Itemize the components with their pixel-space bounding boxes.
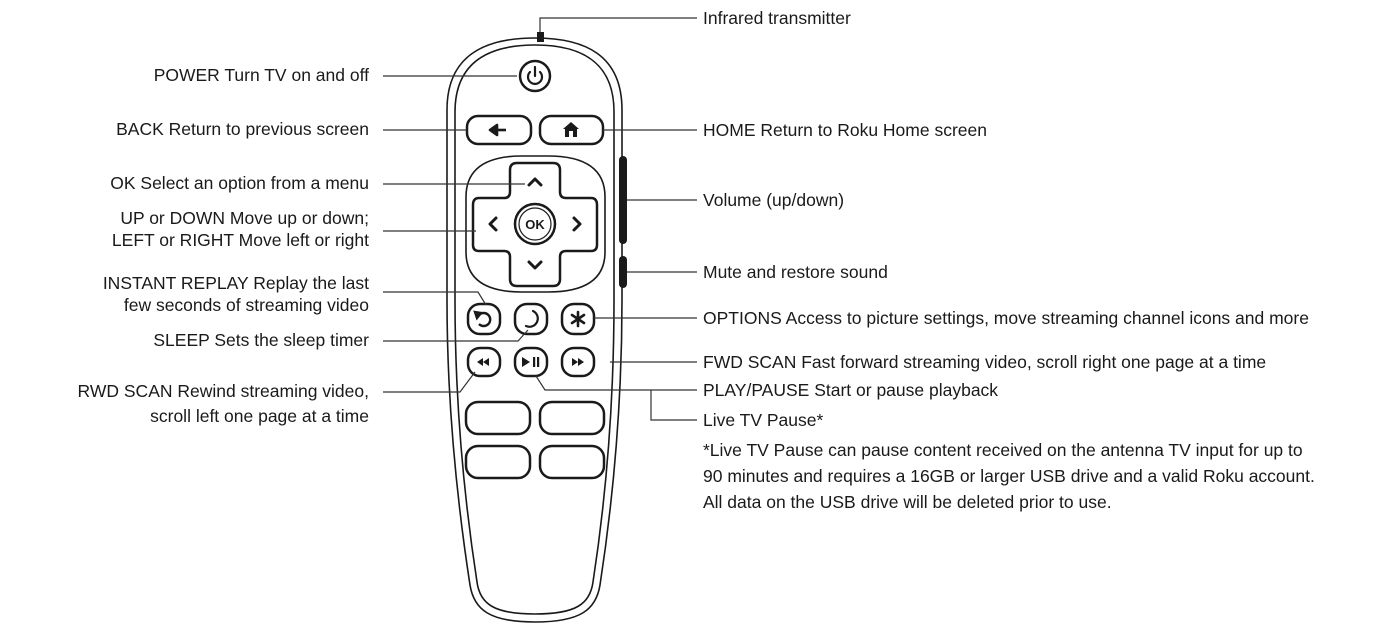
label-sleep: SLEEP Sets the sleep timer: [153, 330, 369, 350]
leader-rwd: [383, 371, 476, 393]
channel-button-2[interactable]: [538, 400, 606, 436]
remote-body-outer: [446, 37, 623, 623]
replay-icon: [473, 310, 492, 328]
label-nav-line1: UP or DOWN Move up or down;: [120, 208, 369, 228]
footnote-line3: All data on the USB drive will be delete…: [703, 492, 1112, 512]
channel-button-3[interactable]: [464, 444, 532, 480]
leader-sleep: [383, 329, 529, 342]
mute-button[interactable]: [619, 256, 627, 288]
asterisk-icon: [570, 310, 586, 328]
label-play: PLAY/PAUSE Start or pause playback: [703, 380, 999, 400]
ok-button[interactable]: OK: [513, 202, 557, 246]
label-rwd-line2: scroll left one page at a time: [150, 406, 369, 426]
leader-replay: [383, 291, 487, 306]
dpad: OK: [465, 155, 606, 293]
label-ok: OK Select an option from a menu: [110, 173, 369, 193]
label-home: HOME Return to Roku Home screen: [703, 120, 987, 140]
label-infrared: Infrared transmitter: [703, 8, 851, 28]
label-options: OPTIONS Access to picture settings, move…: [703, 308, 1309, 328]
channel-button-1[interactable]: [464, 400, 532, 436]
volume-rocker[interactable]: [619, 156, 627, 244]
channel-button-4[interactable]: [538, 444, 606, 480]
rewind-icon: [477, 358, 489, 366]
label-volume: Volume (up/down): [703, 190, 845, 210]
back-button[interactable]: [465, 114, 533, 146]
remote-body-inner: [454, 44, 615, 615]
moon-icon: [524, 309, 539, 328]
label-fwd: FWD SCAN Fast forward streaming video, s…: [703, 352, 1267, 372]
sleep-button[interactable]: [513, 302, 549, 336]
power-icon: [526, 65, 544, 85]
footnote-line2: 90 minutes and requires a 16GB or larger…: [703, 466, 1315, 486]
power-button[interactable]: [518, 59, 552, 93]
label-mute: Mute and restore sound: [703, 262, 888, 282]
label-replay-line1: INSTANT REPLAY Replay the last: [102, 273, 369, 293]
back-arrow-icon: [488, 123, 506, 137]
home-icon: [563, 122, 579, 137]
instant-replay-button[interactable]: [466, 302, 502, 336]
label-back: BACK Return to previous screen: [116, 119, 369, 139]
label-rwd-line1: RWD SCAN Rewind streaming video,: [77, 381, 369, 401]
label-live-pause: Live TV Pause*: [703, 410, 824, 430]
chevron-up-icon[interactable]: [527, 177, 543, 187]
infrared-transmitter: [537, 32, 544, 42]
chevron-left-icon[interactable]: [488, 216, 498, 232]
label-nav-line2: LEFT or RIGHT Move left or right: [111, 230, 369, 250]
leader-live-pause: [650, 390, 697, 421]
leader-infrared: [539, 17, 697, 32]
leader-play: [535, 375, 697, 391]
options-button[interactable]: [560, 302, 596, 336]
fast-forward-icon: [572, 358, 584, 366]
home-button[interactable]: [538, 114, 605, 146]
ok-label: OK: [525, 217, 545, 232]
fast-forward-button[interactable]: [560, 346, 596, 378]
play-pause-button[interactable]: [513, 346, 549, 378]
chevron-down-icon[interactable]: [527, 260, 543, 270]
label-power: POWER Turn TV on and off: [153, 65, 369, 85]
play-pause-icon: [522, 357, 540, 367]
footnote-line1: *Live TV Pause can pause content receive…: [703, 440, 1303, 460]
rewind-button[interactable]: [466, 346, 502, 378]
chevron-right-icon[interactable]: [572, 216, 582, 232]
label-replay-line2: few seconds of streaming video: [123, 295, 369, 315]
